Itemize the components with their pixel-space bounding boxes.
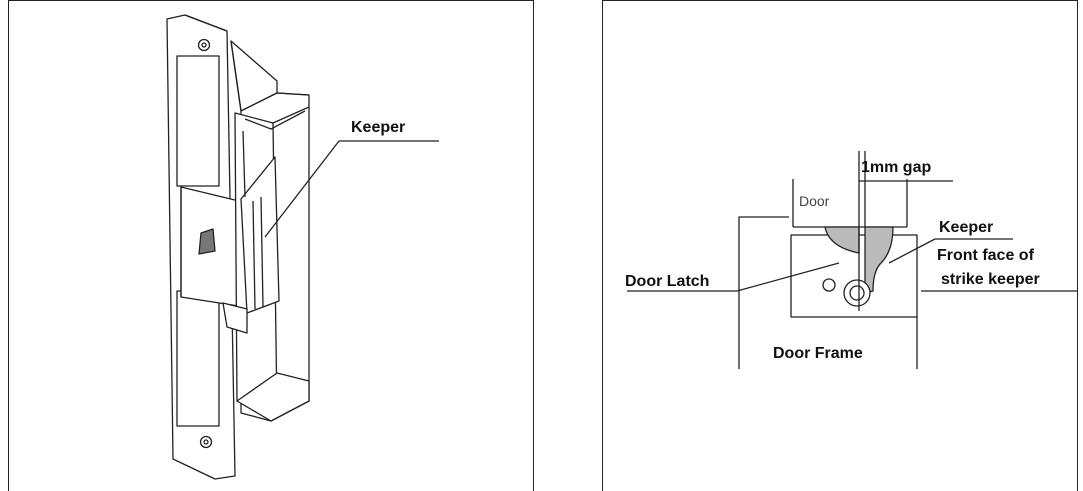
keeper-label-section: Keeper [939,219,994,236]
strike-isometric-panel: Keeper [8,0,534,491]
door-latch-label: Door Latch [625,273,710,290]
door-frame-label: Door Frame [773,345,863,362]
strike-section-panel: 1mm gap Door Keeper Door Latch Front fac… [602,0,1078,491]
front-face-label-line2: strike keeper [941,271,1040,288]
keeper-label: Keeper [351,119,406,136]
door-label: Door [799,193,830,209]
gap-label: 1mm gap [861,159,932,176]
electric-strike-illustration [166,14,439,480]
strike-section-illustration [627,151,1077,369]
front-face-label-line1: Front face of [937,247,1034,264]
